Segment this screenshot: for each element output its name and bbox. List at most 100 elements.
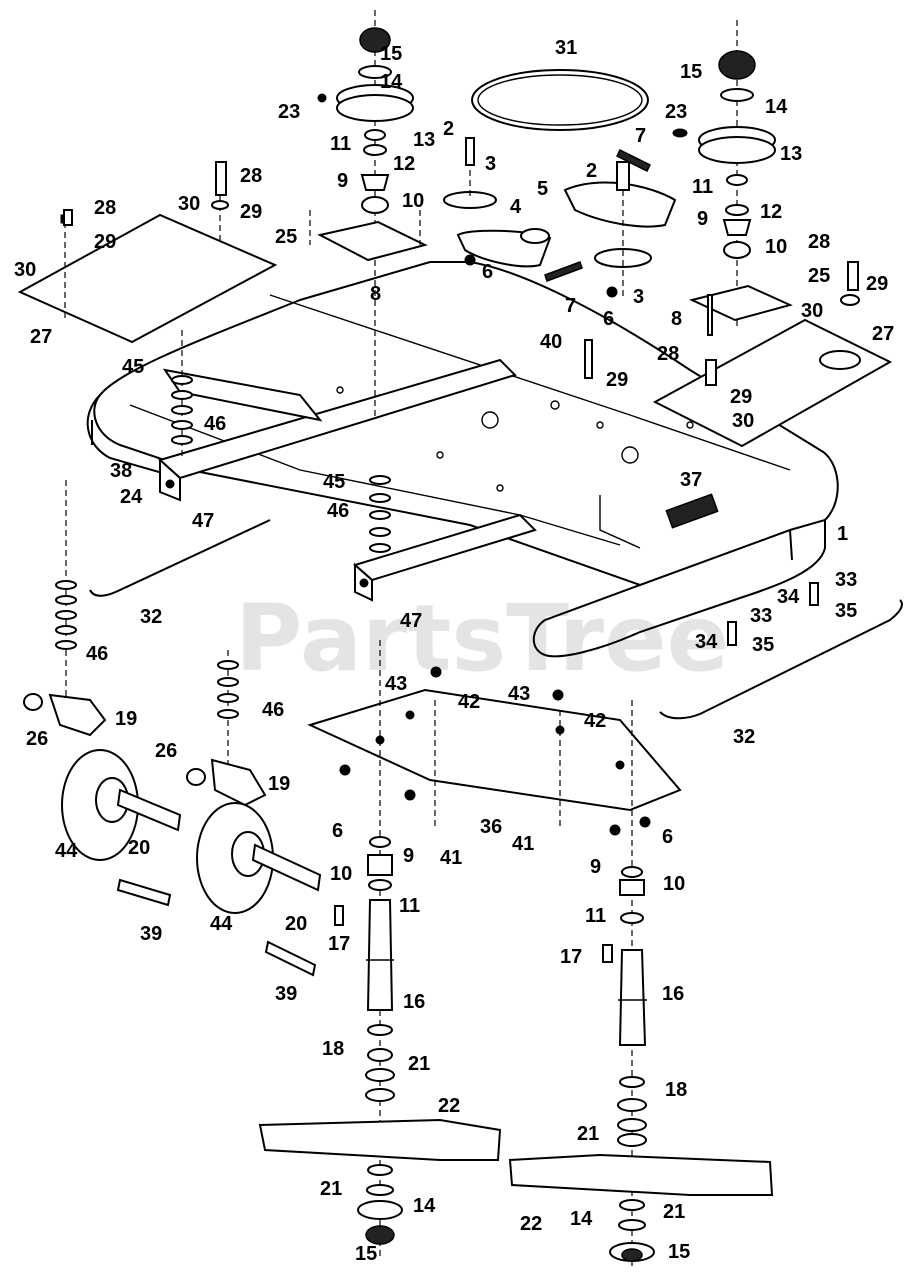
callout-47: 47 [192,510,214,532]
callout-41: 41 [440,847,462,869]
callout-29: 29 [606,369,628,391]
callout-2: 2 [586,160,597,182]
callout-21: 21 [408,1053,430,1075]
wheel-assembly-right [186,650,322,977]
cross-bar-rear [158,358,517,502]
callout-11: 11 [692,176,713,198]
side-tube [162,368,323,422]
callout-35: 35 [752,634,774,656]
callout-11: 11 [585,905,606,927]
callout-37: 37 [680,469,702,491]
callout-22: 22 [520,1213,542,1235]
callout-25: 25 [808,265,830,287]
callout-8: 8 [370,283,381,305]
callout-29: 29 [94,231,116,253]
callout-15: 15 [380,43,402,65]
callout-31: 31 [555,37,577,59]
callout-46: 46 [262,699,284,721]
callout-15: 15 [355,1243,377,1265]
callout-11: 11 [330,133,351,155]
idler-assembly [443,137,677,300]
callout-8: 8 [671,308,682,330]
washer-stack-left [171,330,193,460]
callout-14: 14 [380,71,403,93]
callout-16: 16 [662,983,684,1005]
callout-30: 30 [178,193,200,215]
callout-36: 36 [480,816,502,838]
callout-26: 26 [26,728,48,750]
callout-43: 43 [508,683,530,705]
callout-24: 24 [120,486,143,508]
cover-plate-right [652,318,893,448]
callout-6: 6 [482,261,493,283]
callout-10: 10 [402,190,424,212]
callout-12: 12 [393,153,415,175]
callout-11: 11 [399,895,420,917]
callout-3: 3 [485,153,496,175]
callout-30: 30 [801,300,823,322]
callout-38: 38 [110,460,132,482]
callout-10: 10 [330,863,352,885]
callout-17: 17 [560,946,582,968]
callout-28: 28 [240,165,262,187]
callout-27: 27 [30,326,52,348]
callout-20: 20 [128,837,150,859]
callout-29: 29 [730,386,752,408]
callout-45: 45 [323,471,345,493]
callout-23: 23 [278,101,300,123]
callout-21: 21 [577,1123,599,1145]
right-pulley-stack [689,20,793,330]
washer-stack-center [369,475,391,553]
callout-17: 17 [328,933,350,955]
callout-2: 2 [443,118,454,140]
callout-13: 13 [780,143,802,165]
decal-icon [665,493,719,529]
callout-6: 6 [332,820,343,842]
callout-40: 40 [540,331,562,353]
callout-30: 30 [14,259,36,281]
spindle-right [508,700,774,1270]
callout-39: 39 [275,983,297,1005]
callout-46: 46 [86,643,108,665]
callout-4: 4 [510,196,522,218]
blade-left [258,1118,502,1161]
callout-25: 25 [275,226,297,248]
callout-10: 10 [765,236,787,258]
callout-9: 9 [590,856,601,878]
callout-15: 15 [680,61,702,83]
callout-14: 14 [570,1208,593,1230]
callout-21: 21 [320,1178,342,1200]
spring-icon [544,261,583,282]
skid-rail-right [659,599,903,720]
callout-47: 47 [400,610,422,632]
callout-18: 18 [665,1079,687,1101]
callout-43: 43 [385,673,407,695]
callout-23: 23 [665,101,687,123]
callout-10: 10 [663,873,685,895]
callout-45: 45 [122,356,144,378]
callout-29: 29 [240,201,262,223]
skid-rail-left [89,519,271,597]
callout-41: 41 [512,833,534,855]
callout-46: 46 [204,413,226,435]
callout-29: 29 [866,273,888,295]
callout-34: 34 [695,631,718,653]
callout-9: 9 [337,170,348,192]
callout-39: 39 [140,923,162,945]
cross-bar-front [352,513,537,602]
callout-20: 20 [285,913,307,935]
callout-35: 35 [835,600,857,622]
callout-34: 34 [777,586,800,608]
spring-icon-2 [615,148,652,173]
callout-14: 14 [413,1195,436,1217]
callouts: 15 14 23 13 11 12 9 10 28 28 30 29 29 30… [14,37,894,1265]
callout-7: 7 [565,295,576,317]
callout-32: 32 [140,606,162,628]
spindle-left [258,640,502,1260]
callout-6: 6 [603,308,614,330]
callout-33: 33 [750,605,772,627]
callout-26: 26 [155,740,177,762]
cover-plate-left [17,185,278,344]
callout-33: 33 [835,569,857,591]
callout-1: 1 [837,523,848,545]
